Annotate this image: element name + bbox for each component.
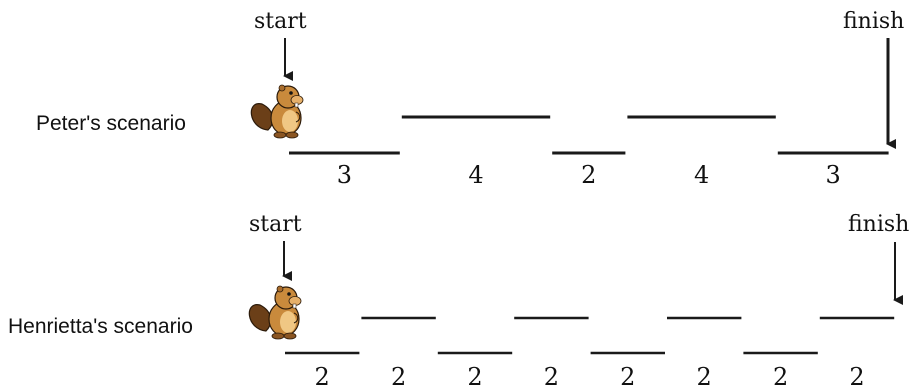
finish-label: finish [843, 9, 904, 34]
beaver-icon [250, 84, 304, 139]
segment-length-label: 3 [826, 161, 841, 189]
segment-length-label: 2 [315, 363, 330, 390]
path-segments: 2 2 2 2 2 2 2 2 [285, 316, 895, 390]
segment-length-label: 2 [620, 363, 635, 390]
segment-length-label: 2 [697, 363, 712, 390]
segment-length-label: 2 [849, 363, 864, 390]
segment-length-label: 4 [694, 161, 709, 189]
segment-length-label: 2 [773, 363, 788, 390]
path-segments: 3 4 2 4 3 [289, 115, 889, 189]
segment-length-label: 2 [391, 363, 406, 390]
finish-label: finish [848, 212, 909, 237]
start-label: start [249, 212, 302, 237]
start-label: start [254, 9, 307, 34]
segment-length-label: 2 [467, 363, 482, 390]
beaver-icon [248, 285, 302, 340]
scenario-peter: Peter's scenario start finish 3 4 2 4 3 [36, 9, 904, 189]
segment-length-label: 2 [544, 363, 559, 390]
scenario-label: Henrietta's scenario [8, 315, 193, 338]
segment-length-label: 4 [468, 161, 483, 189]
segment-length-label: 2 [581, 161, 596, 189]
scenario-label: Peter's scenario [36, 112, 186, 135]
segment-length-label: 3 [337, 161, 352, 189]
